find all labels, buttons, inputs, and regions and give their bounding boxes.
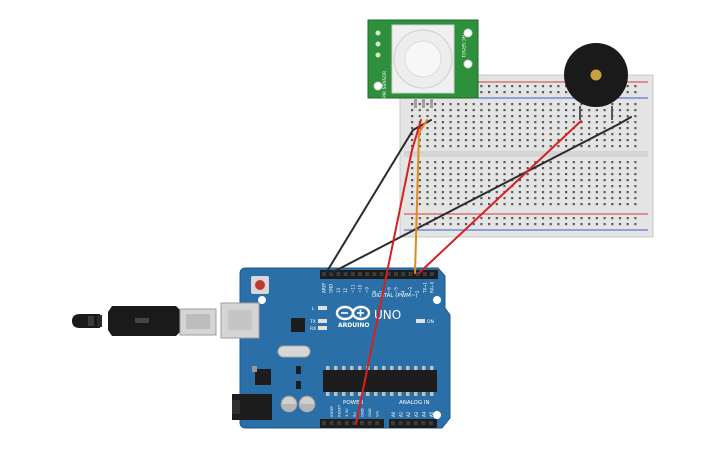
- header-pin: [430, 272, 434, 276]
- power-header-label: POWER: [343, 400, 364, 406]
- pir-sensor: PIR SENSOR HC-SR501: [367, 19, 479, 108]
- digital-pin-label: 7: [379, 290, 384, 293]
- power-analog-header: [322, 421, 433, 425]
- analog-pin-label: A0: [391, 411, 396, 417]
- pir-label-right: HC-SR501: [460, 35, 466, 58]
- header-pin: [386, 272, 391, 276]
- digital-pin-label: ~11: [350, 284, 355, 293]
- piezo-buzzer: [564, 43, 628, 120]
- header-pin: [322, 272, 326, 276]
- analog-pin-label: A1: [399, 411, 404, 417]
- analog-pin-label: A4: [421, 411, 426, 417]
- header-pin: [343, 272, 348, 276]
- infinity-logo-icon: [335, 305, 371, 321]
- analog-header-label: ANALOG IN: [399, 400, 430, 406]
- arduino-brand: ARDUINO: [338, 322, 369, 329]
- digital-pin-label: RX←0: [430, 281, 435, 293]
- digital-pin-label: 2: [415, 290, 420, 293]
- analog-pin-label: A3: [414, 411, 419, 417]
- atmega-microcontroller: [323, 370, 437, 392]
- led-rx-label: RX: [310, 326, 316, 332]
- usb-cable-icon: [72, 306, 217, 336]
- crystal-oscillator: [277, 345, 311, 358]
- power-pin-label: GND: [367, 408, 372, 417]
- header-pin: [329, 272, 334, 276]
- digital-pin-label: 4: [401, 290, 406, 293]
- wire-signal-pir: [414, 119, 428, 274]
- power-pin-label: 5V: [352, 412, 357, 417]
- header-pin: [401, 272, 406, 276]
- breadboard-holes: [411, 85, 637, 226]
- wire-signal-buzzer: [418, 120, 582, 274]
- digital-header-label: DIGITAL (PWM~): [372, 293, 418, 299]
- digital-pin-label: 8: [372, 290, 377, 293]
- digital-header: [322, 272, 434, 276]
- digital-pin-label: 13: [336, 287, 341, 293]
- header-pin: [415, 272, 420, 276]
- digital-pin-label: AREF: [322, 282, 327, 293]
- wire-5v-pir: [355, 119, 422, 425]
- header-pin: [365, 272, 370, 276]
- digital-pin-label: ~9: [365, 287, 370, 293]
- digital-pin-label: GND: [329, 284, 334, 293]
- power-pin-label: RESET: [337, 404, 342, 417]
- analog-pin-label: A5: [429, 411, 434, 417]
- mcu-pins: [326, 366, 434, 396]
- digital-pin-label: ~5: [394, 287, 399, 293]
- power-pin-label: Vin: [375, 410, 380, 417]
- header-pin: [422, 272, 427, 276]
- led-tx-label: TX: [309, 319, 316, 325]
- header-pin: [358, 272, 362, 276]
- digital-pin-label: ~6: [386, 287, 391, 293]
- arduino-model: UNO: [374, 308, 401, 322]
- digital-pin-label: ~3: [408, 287, 413, 293]
- header-pin: [408, 272, 413, 276]
- led-l-label: L: [312, 306, 315, 312]
- digital-pin-label: ~10: [358, 284, 363, 293]
- power-pin-label: GND: [359, 408, 364, 417]
- header-pin: [379, 272, 384, 276]
- power-pin-label: IOREF: [329, 406, 334, 417]
- wires: [325, 116, 632, 425]
- header-pin: [350, 272, 355, 276]
- analog-pin-label: A2: [406, 411, 411, 417]
- digital-pin-label: TX→1: [422, 281, 427, 294]
- pir-label-left: PIR SENSOR: [382, 71, 388, 98]
- header-pin: [372, 272, 377, 276]
- header-pin: [336, 272, 341, 276]
- digital-pin-label: 12: [343, 287, 348, 293]
- header-pin: [394, 272, 398, 276]
- power-pin-label: 3.3V: [344, 408, 349, 417]
- power-led-label: ON: [427, 319, 434, 325]
- wire-gnd-buzzer: [330, 116, 632, 274]
